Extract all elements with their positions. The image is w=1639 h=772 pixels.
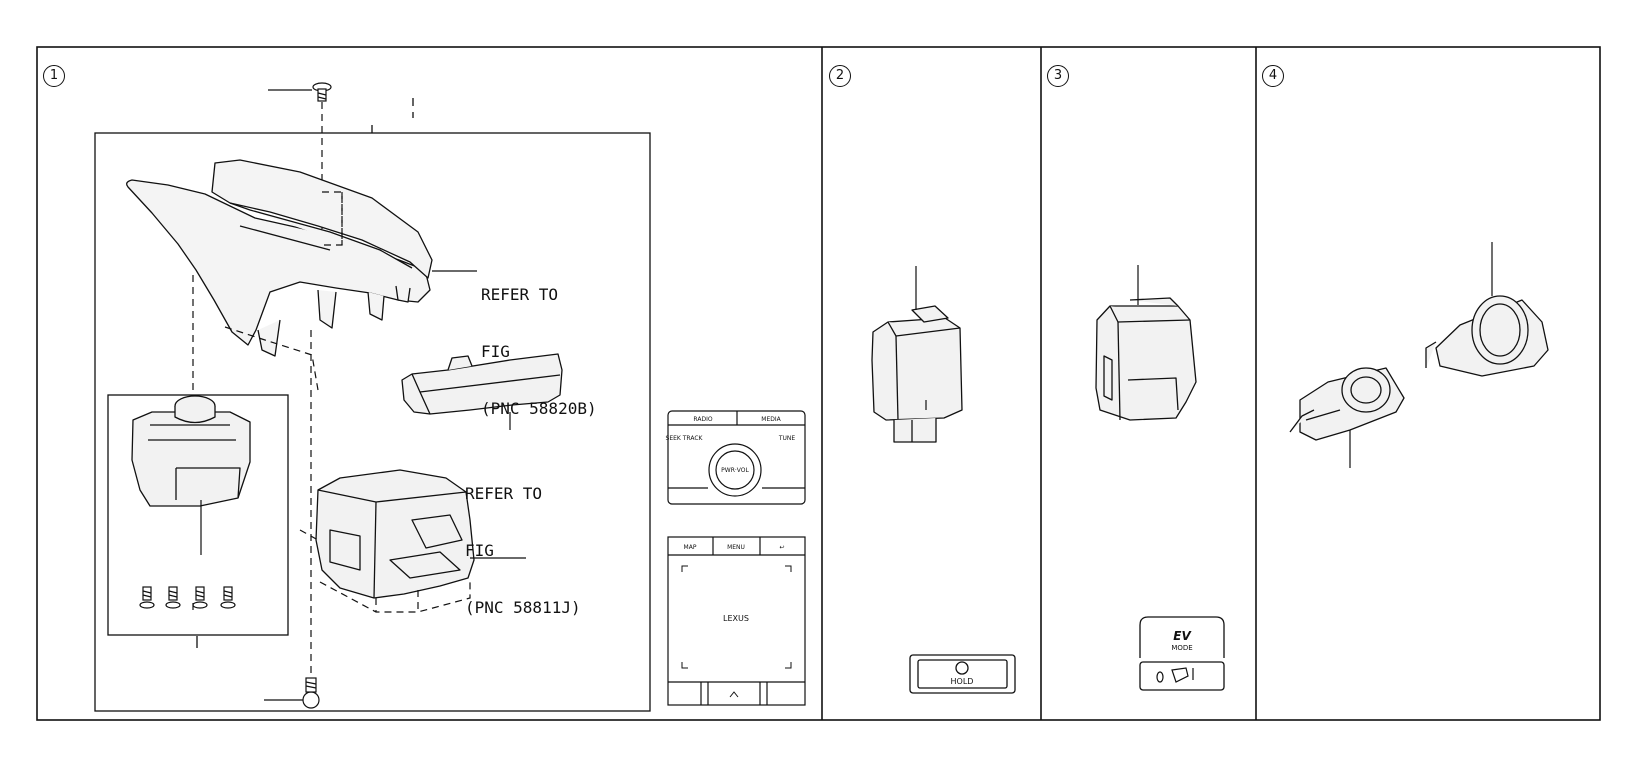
menu-button-label: MENU xyxy=(727,544,745,551)
knob-switch xyxy=(131,395,251,507)
power-socket-housing xyxy=(1425,295,1549,377)
audio-control-labels: RADIO MEDIA SEEK TRACK TUNE PWR·VOL xyxy=(666,416,796,474)
reference-line-3: (PNC 58820B) xyxy=(481,399,597,418)
hold-button xyxy=(909,654,1016,694)
frame xyxy=(36,46,1601,721)
knob-label: PWR·VOL xyxy=(721,467,749,474)
panel-number-3: 3 xyxy=(1047,65,1069,87)
audio-control-panel xyxy=(667,410,806,505)
tune-label: TUNE xyxy=(778,435,796,442)
panel-number-2: 2 xyxy=(829,65,851,87)
reference-line-1: REFER TO xyxy=(465,484,543,503)
ev-label: EV xyxy=(1173,629,1192,643)
reference-58820b: REFER TO FIG (PNC 58820B) xyxy=(481,247,597,437)
console-bezel xyxy=(126,159,433,357)
reference-line-1: REFER TO xyxy=(481,285,559,304)
radio-button-label: RADIO xyxy=(693,416,712,423)
touchpad-up-arrow-icon xyxy=(729,691,739,698)
reference-line-2: FIG xyxy=(481,342,510,361)
hold-label: HOLD xyxy=(951,677,974,686)
screw-top xyxy=(268,82,332,102)
brake-hold-switch xyxy=(871,305,963,443)
ev-mode-button xyxy=(1139,616,1225,691)
touchpad-labels: MAP MENU ↩ LEXUS xyxy=(684,544,785,623)
reference-58811j: REFER TO FIG (PNC 58811J) xyxy=(465,446,581,636)
power-socket xyxy=(1289,367,1405,441)
touchpad-panel xyxy=(667,536,806,706)
drive-mode-icon xyxy=(1156,667,1194,683)
ev-mode-label: MODE xyxy=(1171,644,1192,652)
screw-bottom xyxy=(264,677,320,709)
back-button-label: ↩ xyxy=(779,544,784,551)
seek-track-label: SEEK TRACK xyxy=(666,435,704,442)
panel-number-4: 4 xyxy=(1262,65,1284,87)
media-button-label: MEDIA xyxy=(761,416,781,423)
panel-number-1: 1 xyxy=(43,65,65,87)
map-button-label: MAP xyxy=(684,544,697,551)
brand-label: LEXUS xyxy=(723,614,749,623)
reference-line-2: FIG xyxy=(465,541,494,560)
module-dashed-outline xyxy=(299,529,471,613)
switch-module xyxy=(315,469,475,599)
switch-strip xyxy=(401,353,563,415)
touchpad-corners xyxy=(681,565,792,669)
subassembly-box xyxy=(94,98,651,712)
reference-line-3: (PNC 58811J) xyxy=(465,598,581,617)
small-screws xyxy=(139,586,236,609)
ev-mode-switch xyxy=(1095,297,1197,421)
